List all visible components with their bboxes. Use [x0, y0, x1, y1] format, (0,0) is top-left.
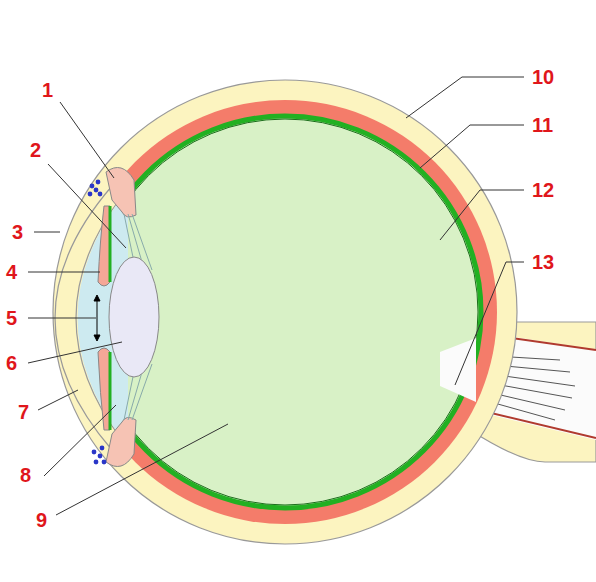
iris: [98, 206, 110, 286]
callout-number: 10: [532, 67, 554, 87]
callout-number: 2: [30, 140, 41, 160]
canal-dots: [88, 180, 107, 465]
retina-edge: [128, 119, 478, 505]
callout-number: 13: [532, 252, 554, 272]
callout-number: 8: [20, 465, 31, 485]
lens: [109, 257, 159, 377]
choroid: [118, 100, 497, 524]
callout-number: 12: [532, 180, 554, 200]
callout-number: 4: [6, 262, 17, 282]
callout-number: 5: [6, 308, 17, 328]
callout-number: 7: [18, 402, 29, 422]
callout-number: 3: [12, 222, 23, 242]
leader-lines: [28, 77, 524, 515]
callout-number: 9: [36, 510, 47, 530]
iris: [98, 348, 110, 430]
callout-number: 11: [532, 115, 553, 135]
callout-number: 6: [6, 353, 17, 373]
callout-number: 1: [42, 80, 53, 100]
sclera: [53, 80, 517, 544]
